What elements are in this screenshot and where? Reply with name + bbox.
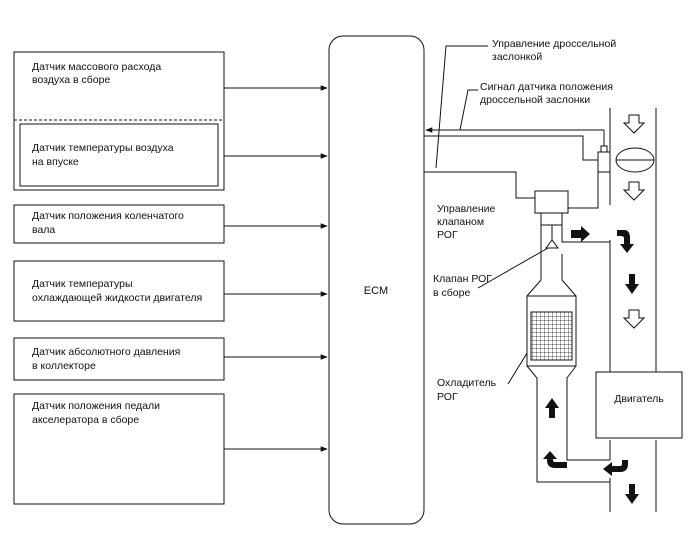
wire-egr-control bbox=[424, 171, 535, 199]
egr-actuator bbox=[534, 190, 569, 214]
label-egr-cooler-line2: РОГ bbox=[437, 391, 458, 403]
label-throttle-signal-line1: Сигнал датчика положения bbox=[480, 81, 613, 93]
flow-arrows bbox=[543, 114, 646, 504]
throttle-position-sensor bbox=[597, 151, 611, 173]
label-egr-valve-line2: в сборе bbox=[433, 287, 470, 299]
sensor-maf-airtemp-group: Датчик массового расхода воздуха в сборе… bbox=[13, 51, 225, 191]
cooler-bottom-right bbox=[566, 365, 610, 461]
solid-arrow-down-exit bbox=[625, 484, 639, 504]
leader-throttle-control bbox=[435, 45, 488, 169]
sensor-label-maf-line2: воздуха в сборе bbox=[32, 74, 110, 86]
label-egr-valve-line1: Клапан РОГ bbox=[433, 273, 492, 285]
engine-box bbox=[595, 371, 683, 439]
hollow-arrow-intake-top bbox=[622, 114, 646, 134]
tps-connector bbox=[600, 145, 608, 153]
sensor-crankshaft: Датчик положения коленчатого вала bbox=[13, 204, 225, 244]
leader-egr-valve bbox=[477, 247, 549, 289]
output-labels: Управление дроссельной заслонкой Сигнал … bbox=[433, 38, 616, 403]
egr-pipe-top-to-duct bbox=[561, 225, 610, 243]
hollow-arrow-intake-mid bbox=[622, 181, 646, 201]
solid-arrow-egr-right bbox=[571, 226, 590, 242]
sensor-label-coolant-line2: охлаждающей жидкости двигателя bbox=[32, 292, 202, 304]
sensor-box-coolant bbox=[13, 260, 225, 322]
egr-valve-assembly bbox=[534, 190, 569, 249]
sensor-label-maf-line1: Датчик массового расхода bbox=[32, 61, 161, 73]
solid-arrow-curve-down bbox=[617, 230, 634, 253]
sensor-box-pedal bbox=[13, 393, 225, 505]
label-egr-control-line3: РОГ bbox=[437, 229, 458, 241]
leader-throttle-signal bbox=[459, 89, 478, 131]
sensor-coolant: Датчик температуры охлаждающей жидкости … bbox=[13, 260, 225, 322]
label-egr-cooler-line1: Охладитель bbox=[437, 377, 497, 389]
engine-label: Двигатель bbox=[614, 393, 664, 405]
throttle-body bbox=[597, 145, 655, 173]
label-throttle-control-line1: Управление дроссельной bbox=[492, 38, 616, 50]
label-egr-control-line1: Управление bbox=[437, 203, 496, 215]
label-egr-control-line2: клапаном bbox=[437, 216, 484, 228]
sensor-label-crank-line2: вала bbox=[32, 224, 55, 236]
hollow-arrow-intake-low bbox=[622, 309, 646, 329]
sensor-label-air-temp-line2: на впуске bbox=[32, 156, 79, 168]
solid-arrow-curve-left bbox=[603, 460, 628, 476]
sensor-map: Датчик абсолютного давления в коллекторе bbox=[13, 337, 225, 381]
solid-arrow-curve-up bbox=[543, 451, 567, 468]
label-throttle-signal-line2: дроссельной заслонки bbox=[480, 94, 590, 106]
sensor-label-air-temp-line1: Датчик температуры воздуха bbox=[32, 142, 174, 154]
sensor-label-map-line2: в коллекторе bbox=[32, 360, 96, 372]
sensor-label-coolant-line1: Датчик температуры bbox=[32, 278, 133, 290]
egr-cooler-core bbox=[530, 311, 573, 361]
output-wires bbox=[424, 127, 605, 209]
sensor-label-map-line1: Датчик абсолютного давления bbox=[32, 346, 180, 358]
sensor-wires bbox=[224, 85, 328, 452]
sensor-box-air-temp bbox=[19, 123, 219, 187]
wire-egr-return bbox=[568, 171, 604, 209]
solid-arrow-up-cooler bbox=[545, 398, 559, 418]
ecm-box bbox=[328, 35, 425, 525]
egr-valve-poppet bbox=[545, 239, 559, 249]
solid-arrow-down-duct bbox=[625, 274, 639, 294]
sensor-pedal: Датчик положения педали акселератора в с… bbox=[13, 393, 225, 505]
sensor-label-crank-line1: Датчик положения коленчатого bbox=[32, 210, 184, 222]
wire-throttle-control bbox=[424, 135, 598, 161]
intake-duct bbox=[609, 108, 657, 512]
ecm-label: ECM bbox=[364, 285, 388, 297]
egr-actuator-neck bbox=[540, 212, 563, 226]
egr-piping bbox=[526, 225, 610, 483]
sensor-box-crankshaft bbox=[13, 204, 225, 244]
sensor-label-pedal-line1: Датчик положения педали bbox=[32, 400, 160, 412]
label-throttle-control-line2: заслонкой bbox=[492, 51, 542, 63]
sensor-box-map bbox=[13, 337, 225, 381]
sensor-label-pedal-line2: акселератора в сборе bbox=[32, 414, 139, 426]
cooler-bottom-left bbox=[526, 365, 610, 483]
